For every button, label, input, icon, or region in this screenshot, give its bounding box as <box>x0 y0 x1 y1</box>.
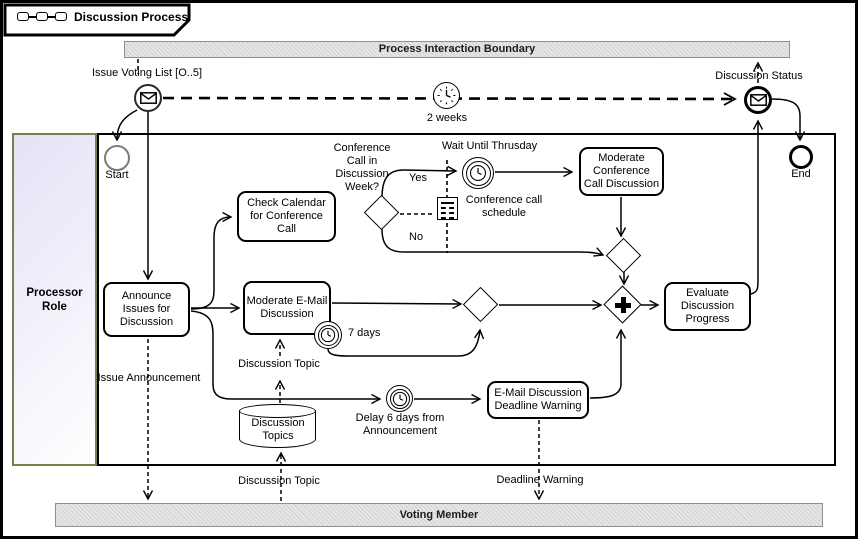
processor-role-lane: Processor Role <box>12 133 97 466</box>
flow-moderate-email-to-gateway3[interactable] <box>331 298 463 310</box>
discussion-topics-label: Discussion Topics <box>251 417 305 442</box>
flow-announce-to-delay-timer[interactable] <box>190 310 382 405</box>
task-moderate-conference-call[interactable]: Moderate Conference Call Discussion <box>579 147 664 196</box>
task-evaluate-progress-label: Evaluate Discussion Progress <box>680 287 735 325</box>
flow-timer7-to-gateway3[interactable] <box>327 328 485 357</box>
timer-event-delay-six-days[interactable] <box>386 385 413 412</box>
label-delay-six-days: Delay 6 days from Announcement <box>355 412 445 437</box>
envelope-icon <box>749 94 767 106</box>
label-seven-days: 7 days <box>348 327 381 339</box>
flow-gateway-no-to-gateway2[interactable] <box>381 228 605 257</box>
label-two-weeks: 2 weeks <box>426 112 468 124</box>
label-issue-voting-list: Issue Voting List [O..5] <box>92 67 203 79</box>
timer-inner-ring <box>317 324 339 346</box>
plus-icon <box>613 295 633 315</box>
task-check-calendar[interactable]: Check Calendar for Conference Call <box>237 191 336 242</box>
timer-inner-ring <box>389 388 410 409</box>
flow-evaluate-to-discussion-status[interactable] <box>750 119 764 295</box>
task-announce-issues[interactable]: Announce Issues for Discussion <box>103 282 190 337</box>
message-flow-voting-list-to-status[interactable] <box>162 92 737 106</box>
timer-inner-ring <box>465 160 491 186</box>
label-discussion-topic-member: Discussion Topic <box>238 475 320 487</box>
timer-event-two-weeks[interactable] <box>433 82 460 109</box>
label-yes: Yes <box>409 172 427 184</box>
clock-icon <box>320 327 336 343</box>
task-email-deadline-warning[interactable]: E-Mail Discussion Deadline Warning <box>487 381 589 419</box>
timer-event-seven-days[interactable] <box>314 321 342 349</box>
voting-member-bar: Voting Member <box>55 503 823 527</box>
label-discussion-topic-task: Discussion Topic <box>238 358 320 370</box>
diagram-title: Discussion Process <box>74 10 189 24</box>
clock-icon <box>437 86 456 105</box>
label-wait-until-thursday: Wait Until Thrusday <box>441 140 538 152</box>
message-event-discussion-status[interactable] <box>744 86 772 114</box>
message-event-issue-voting-list[interactable] <box>134 84 162 112</box>
discussion-topics-datastore[interactable] <box>239 410 316 448</box>
flow-deadline-warning-to-parallel[interactable] <box>589 328 627 399</box>
task-moderate-conference-call-label: Moderate Conference Call Discussion <box>583 152 660 190</box>
clock-icon <box>469 164 487 182</box>
label-start: Start <box>105 169 129 181</box>
task-evaluate-progress[interactable]: Evaluate Discussion Progress <box>664 282 751 331</box>
flow-announce-to-check-calendar[interactable] <box>190 211 233 310</box>
label-no: No <box>409 231 424 243</box>
timer-event-wait-until-thursday[interactable] <box>462 157 494 189</box>
process-interaction-boundary-bar: Process Interaction Boundary <box>124 41 790 58</box>
task-announce-issues-label: Announce Issues for Discussion <box>119 290 174 328</box>
start-event[interactable] <box>104 145 130 171</box>
task-check-calendar-label: Check Calendar for Conference Call <box>247 197 326 235</box>
flow-gateway-yes-to-wait-timer[interactable] <box>381 165 458 199</box>
flow-message-to-start[interactable] <box>111 109 138 142</box>
envelope-icon <box>139 92 157 104</box>
label-deadline-warning: Deadline Warning <box>496 474 584 486</box>
chain-icon <box>17 10 67 24</box>
task-moderate-email[interactable]: Moderate E-Mail Discussion <box>243 281 331 335</box>
label-conference-question: Conference Call in Discussion Week? <box>333 142 391 193</box>
task-email-deadline-warning-label: E-Mail Discussion Deadline Warning <box>494 387 582 412</box>
label-issue-announcement: Issue Announcement <box>97 372 201 384</box>
process-pool <box>97 133 836 466</box>
end-event[interactable] <box>789 145 813 169</box>
label-end: End <box>791 168 811 180</box>
label-discussion-status: Discussion Status <box>715 70 803 82</box>
task-moderate-email-label: Moderate E-Mail Discussion <box>246 295 328 320</box>
diagram-tab-shape <box>3 3 191 37</box>
label-conference-schedule: Conference call schedule <box>465 194 543 219</box>
clock-icon <box>392 391 407 406</box>
flow-discussion-status-to-end[interactable] <box>771 98 806 142</box>
conference-schedule-icon[interactable] <box>437 197 458 220</box>
